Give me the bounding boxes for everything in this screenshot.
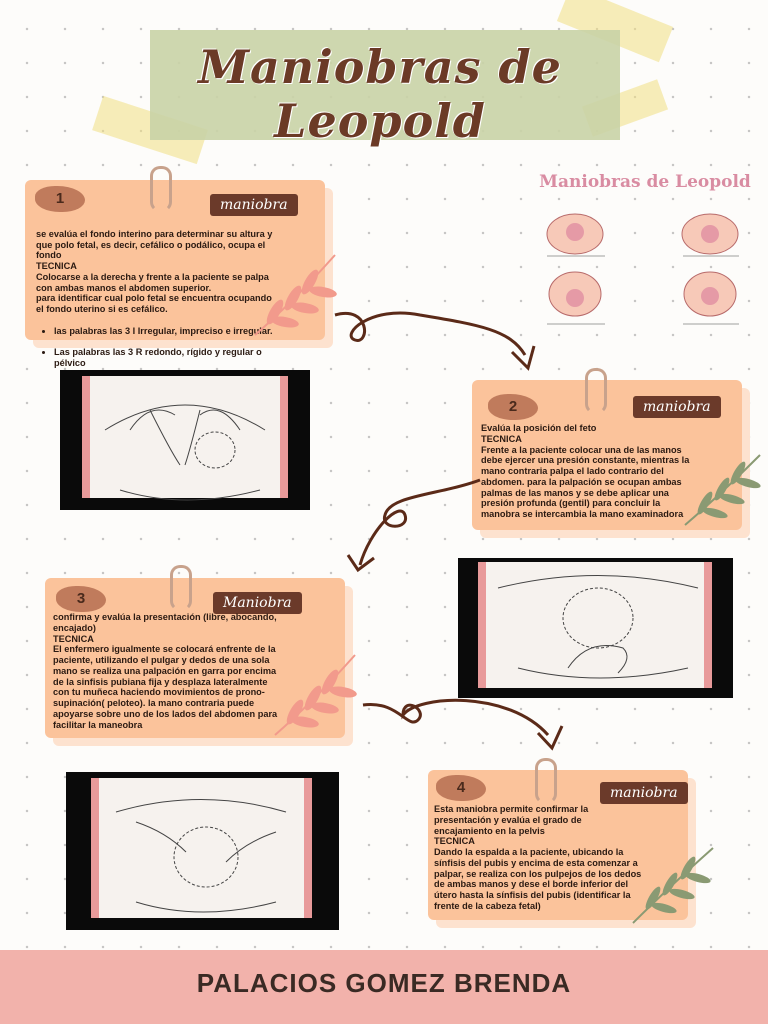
arrow-icon: [346, 478, 481, 573]
illustration-maneuver-2: [458, 558, 733, 698]
card-1-bullets: las palabras las 3 I Irregular, imprecis…: [36, 315, 276, 380]
maneuver-tag: Maniobra: [213, 592, 302, 614]
abdomen-drawing: [497, 575, 699, 679]
card-number-badge: 2: [488, 394, 538, 420]
arrow-icon: [334, 311, 536, 371]
maneuver-tag: maniobra: [210, 194, 298, 216]
paperclip-icon: [585, 368, 607, 414]
card-1-bullet: Las palabras las 3 R redondo, rígido y r…: [54, 347, 276, 369]
reference-figures: [546, 213, 739, 325]
card-4-text: Esta maniobra permite confirmar la prese…: [434, 804, 642, 911]
abdomen-drawing: [115, 799, 287, 913]
maneuver-tag: maniobra: [600, 782, 688, 804]
paperclip-icon: [535, 758, 557, 804]
page-title: Maniobras de Leopold: [198, 40, 562, 148]
illustration-maneuver-3: [66, 772, 339, 930]
card-1-text: se evalúa el fondo interino para determi…: [36, 218, 276, 390]
card-number-badge: 1: [35, 186, 85, 212]
card-1-bullet: las palabras las 3 I Irregular, imprecis…: [54, 326, 276, 337]
maneuver-tag: maniobra: [633, 396, 721, 418]
illustration-maneuver-1: [60, 370, 310, 510]
reference-title: Maniobras de Leopold: [539, 172, 751, 192]
card-3-text: confirma y evalúa la presentación (libre…: [53, 612, 278, 730]
paperclip-icon: [150, 166, 172, 212]
leaf-branch-icon: [632, 847, 714, 924]
arrow-icon: [362, 698, 564, 751]
card-number-badge: 4: [436, 775, 486, 801]
leaf-branch-icon: [254, 254, 337, 336]
author-name: PALACIOS GOMEZ BRENDA: [196, 968, 572, 998]
abdomen-drawing: [104, 404, 266, 501]
card-1-body: se evalúa el fondo interino para determi…: [36, 228, 273, 315]
title-banner: [150, 30, 620, 140]
card-2-text: Evalúa la posición del feto TECNICA Fren…: [481, 423, 690, 520]
leaf-branch-icon: [274, 654, 357, 736]
leaf-branch-icon: [684, 454, 761, 526]
card-number-badge: 3: [56, 586, 106, 612]
reference-illustration: Maniobras de Leopold: [525, 172, 765, 344]
paperclip-icon: [170, 565, 192, 611]
footer-band: [0, 950, 768, 1024]
